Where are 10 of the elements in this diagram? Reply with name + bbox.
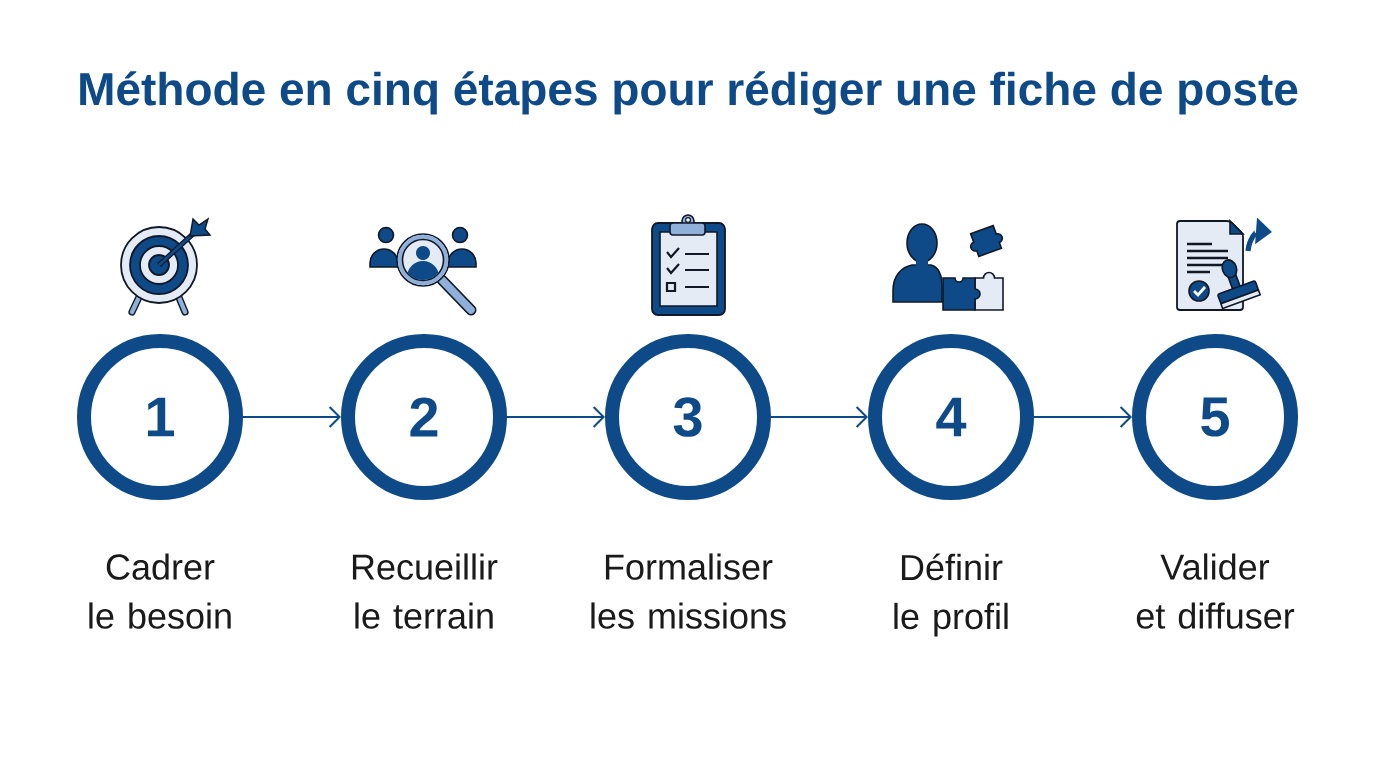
step-caption: Définir le profil [894, 553, 1008, 637]
title: Méthode en cinq étapes pour rédiger une fiche de poste [80, 71, 1298, 115]
step-caption: Recueillir le terrain [352, 553, 498, 629]
step-caption: Valider et diffuser [1136, 553, 1295, 629]
arrow [506, 406, 605, 428]
arrow [242, 406, 341, 428]
arrow [1033, 406, 1132, 428]
arrow [770, 406, 868, 428]
step-caption: Cadrer le besoin [89, 553, 231, 629]
step-caption: Formaliser les missions [591, 553, 786, 629]
